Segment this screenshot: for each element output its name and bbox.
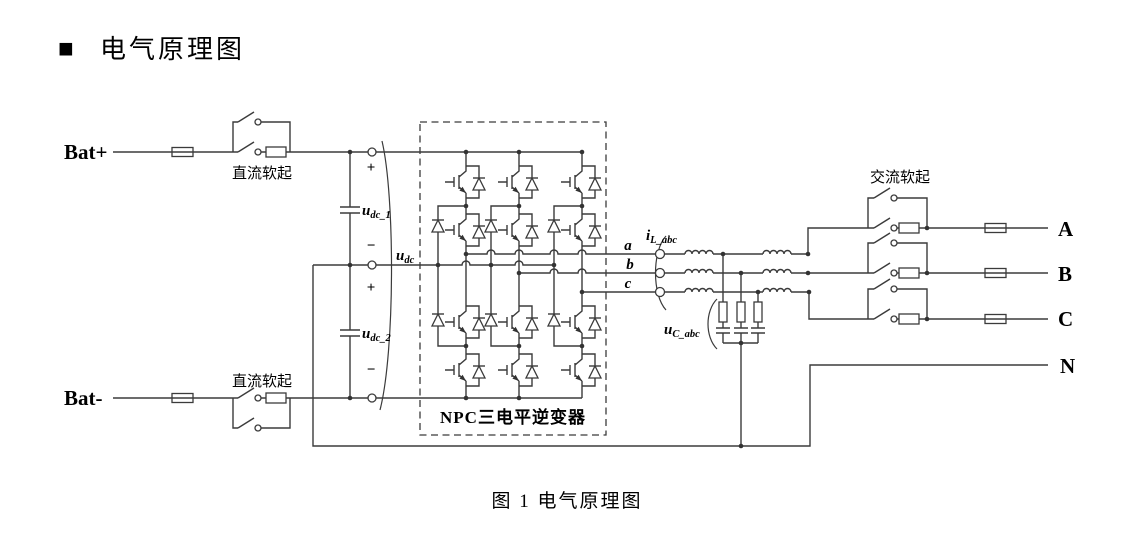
inverter-leg-c	[547, 152, 602, 398]
current-sensor	[654, 235, 667, 311]
junction-dots	[347, 149, 930, 449]
phase-a-label: a	[624, 238, 632, 254]
damping-resistor	[753, 301, 763, 323]
damping-resistor	[736, 301, 746, 323]
polarity-plus-upper: +	[367, 160, 376, 176]
soft-start-resistor	[265, 392, 287, 404]
filter-capacitors	[716, 327, 765, 334]
clamp-diode	[547, 313, 561, 327]
clamp-diode	[547, 219, 561, 233]
phase-line-a	[466, 187, 1048, 255]
clamp-diode	[484, 313, 498, 327]
dc-soft-start-switch	[237, 141, 262, 156]
title-bullet-icon: ■	[58, 34, 77, 63]
inverter-label: NPC三电平逆变器	[440, 407, 586, 427]
polarity-minus-lower: −	[367, 362, 376, 378]
phase-line-b	[519, 232, 1048, 279]
dc-negative-rail	[113, 387, 582, 432]
ac-soft-start-label: 交流软起	[870, 168, 930, 186]
clamp-diode	[431, 219, 445, 233]
cap-voltage-brace	[707, 298, 718, 350]
inverter-outline	[419, 121, 607, 436]
cap-voltage-label: uC_abc	[664, 322, 700, 340]
bus-brace	[379, 140, 393, 411]
inverter-leg-b	[484, 152, 539, 398]
dc-soft-start-label-bottom: 直流软起	[232, 373, 292, 390]
output-c-label: C	[1058, 307, 1073, 331]
figure-caption: 图 1 电气原理图	[491, 490, 642, 512]
output-b-label: B	[1058, 262, 1072, 286]
dc-mid-terminal	[367, 260, 377, 270]
polarity-minus-upper: −	[367, 238, 376, 254]
dc-bypass-switch	[237, 111, 262, 126]
u-dc-label: udc	[396, 248, 415, 266]
dc-minus-terminal	[367, 393, 377, 403]
u-dc2-label: udc_2	[362, 326, 392, 344]
output-a-label: A	[1058, 217, 1074, 241]
dc-link-capacitors	[340, 206, 360, 337]
phase-line-c	[582, 278, 1048, 325]
inverter-leg-a	[431, 152, 486, 398]
neutral-net	[312, 260, 1048, 447]
dc-positive-rail	[113, 111, 582, 158]
bat-minus-label: Bat-	[64, 386, 103, 410]
polarity-plus-lower: +	[367, 280, 376, 296]
dc-bypass-switch	[237, 417, 262, 432]
dc-soft-start-label-top: 直流软起	[232, 165, 292, 182]
soft-start-resistor	[265, 146, 287, 158]
page-title: 电气原理图	[100, 35, 245, 64]
output-n-label: N	[1060, 354, 1075, 378]
clamp-diode	[431, 313, 445, 327]
dc-link-bus	[340, 140, 393, 411]
clamp-diode	[484, 219, 498, 233]
bat-plus-label: Bat+	[64, 140, 107, 164]
inductor-current-label: iL_abc	[646, 228, 677, 246]
damping-resistor	[718, 301, 728, 323]
dc-plus-terminal	[367, 147, 377, 157]
phase-c-label: c	[625, 276, 632, 292]
filter-rc-branches	[707, 254, 765, 350]
u-dc1-label: udc_1	[362, 203, 391, 221]
phase-b-label: b	[626, 257, 634, 273]
